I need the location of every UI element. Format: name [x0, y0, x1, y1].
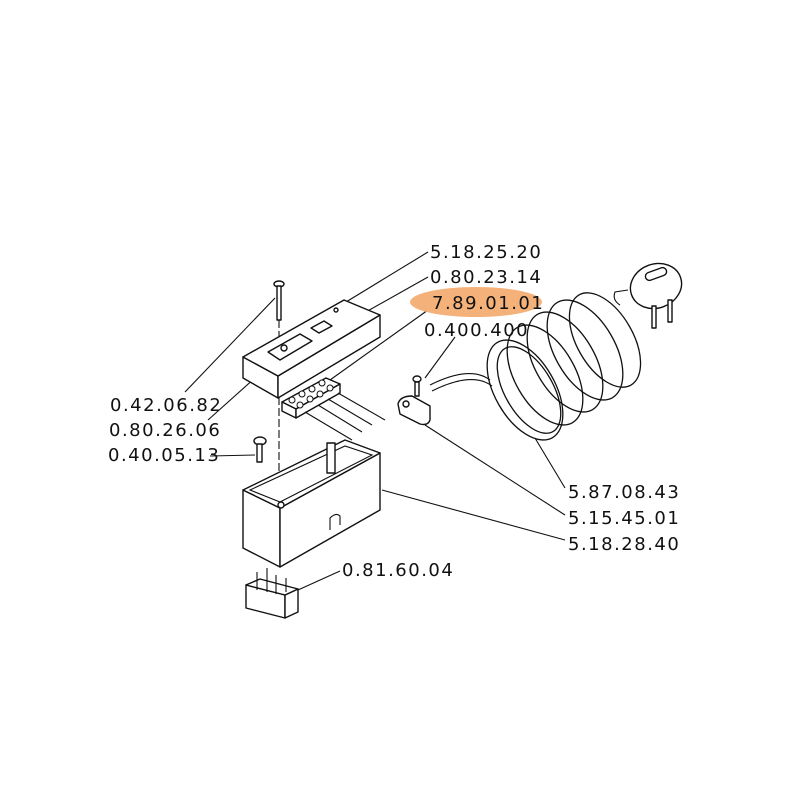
- label-clamp-screw[interactable]: 0.400.400: [424, 320, 529, 341]
- label-switch[interactable]: 0.80.26.06: [109, 420, 221, 441]
- housing-cover: [242, 299, 381, 399]
- cable-clamp: [397, 375, 431, 426]
- short-screw: [253, 436, 267, 463]
- label-connector[interactable]: 0.81.60.04: [342, 560, 454, 581]
- connector: [245, 568, 299, 619]
- label-housing-base[interactable]: 5.18.28.40: [568, 534, 680, 555]
- label-long-screw[interactable]: 0.42.06.82: [110, 395, 222, 416]
- label-terminal-block[interactable]: 7.89.01.01: [432, 293, 544, 314]
- power-cord: [429, 289, 642, 441]
- plug: [629, 262, 683, 329]
- terminal-block: [281, 377, 386, 441]
- switch: [267, 333, 313, 361]
- label-power-cord[interactable]: 5.87.08.43: [568, 482, 680, 503]
- label-housing-cover[interactable]: 5.18.25.20: [430, 242, 542, 263]
- label-cable-clamp[interactable]: 5.15.45.01: [568, 508, 680, 529]
- leader-lines: [184, 251, 566, 591]
- highlight-marker: [410, 287, 542, 317]
- housing-base: [242, 439, 381, 568]
- label-pilot-lamp[interactable]: 0.80.23.14: [430, 267, 542, 288]
- label-short-screw[interactable]: 0.40.05.13: [108, 445, 220, 466]
- part-labels: 5.18.25.20 0.80.23.14 7.89.01.01 0.400.4…: [108, 242, 680, 581]
- pilot-lamp: [310, 320, 333, 334]
